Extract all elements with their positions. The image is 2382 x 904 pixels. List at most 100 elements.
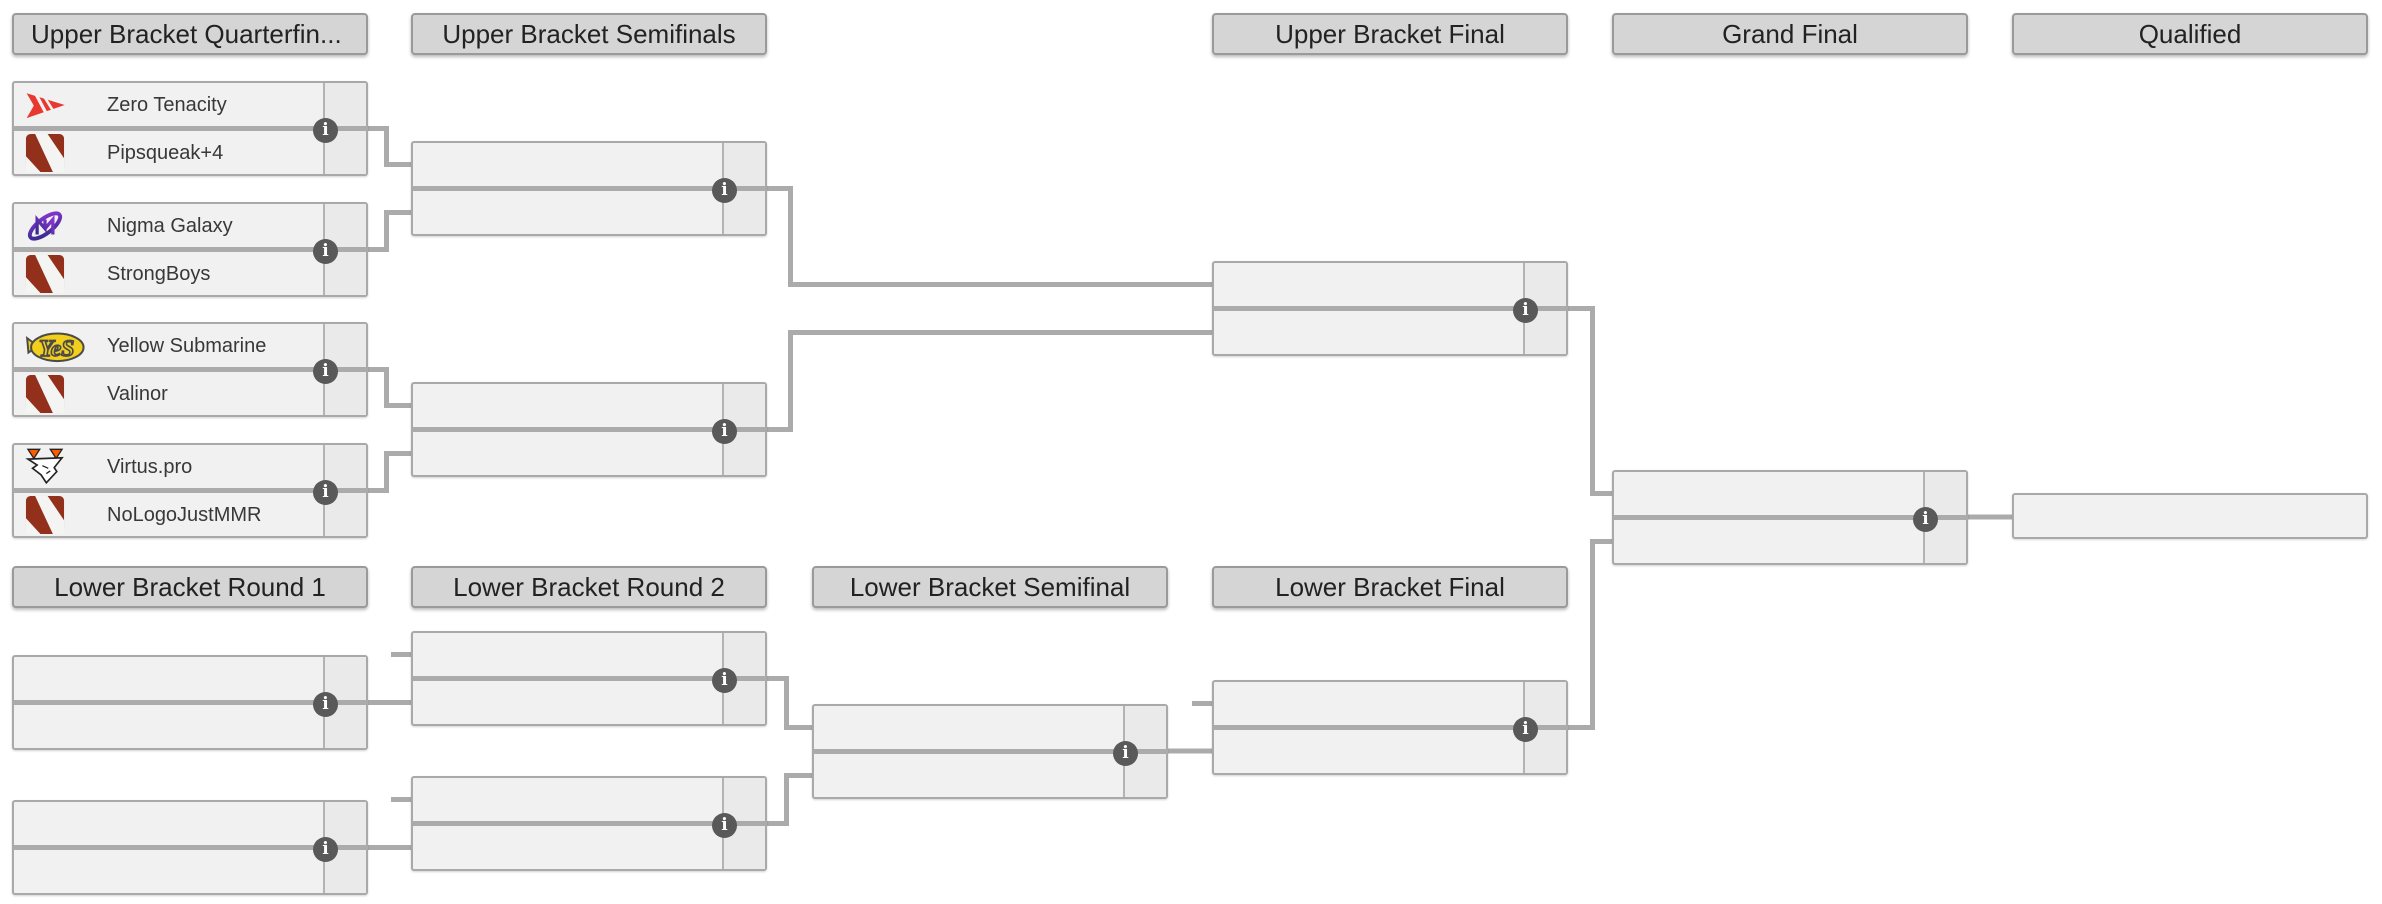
match-ub-quarterfinal-4: Virtus.pro NoLogoJustMMR i bbox=[12, 443, 368, 538]
connector-segment bbox=[767, 676, 812, 730]
connector-segment bbox=[1568, 539, 1612, 730]
team-name[interactable]: NoLogoJustMMR bbox=[107, 503, 262, 526]
team-slot-empty bbox=[814, 754, 1166, 797]
match-divider bbox=[1214, 306, 1568, 311]
match-divider bbox=[14, 488, 368, 493]
dota2-default-logo bbox=[24, 253, 66, 295]
info-icon[interactable]: i bbox=[1913, 507, 1938, 532]
team-slot-pipsqueak[interactable]: Pipsqueak+4 bbox=[14, 131, 366, 174]
match-divider bbox=[413, 821, 767, 826]
match-divider bbox=[14, 367, 368, 372]
info-icon[interactable]: i bbox=[712, 419, 737, 444]
match-ub-quarterfinal-3: YeS Yellow Submarine Valinor i bbox=[12, 322, 368, 417]
team-name[interactable]: Pipsqueak+4 bbox=[107, 141, 224, 164]
match-lb-round2-2: i bbox=[411, 776, 767, 871]
round-header-lower-bracket-final: Lower Bracket Final bbox=[1212, 566, 1568, 608]
match-lb-round1-2: i bbox=[12, 800, 368, 895]
team-slot-yellow-submarine[interactable]: YeS Yellow Submarine bbox=[14, 324, 366, 367]
team-slot-empty bbox=[1214, 682, 1566, 725]
info-icon[interactable]: i bbox=[313, 239, 338, 264]
match-grand-final: i bbox=[1612, 470, 1968, 565]
info-icon[interactable]: i bbox=[313, 359, 338, 384]
match-lb-round1-1: i bbox=[12, 655, 368, 750]
info-icon[interactable]: i bbox=[1513, 717, 1538, 742]
yellow-submarine-logo: YeS bbox=[24, 325, 85, 367]
team-slot-strongboys[interactable]: StrongBoys bbox=[14, 252, 366, 295]
info-icon[interactable]: i bbox=[712, 178, 737, 203]
team-name[interactable]: Nigma Galaxy bbox=[107, 214, 233, 237]
match-ub-final: i bbox=[1212, 261, 1568, 356]
match-divider bbox=[14, 126, 368, 131]
team-slot-empty bbox=[413, 633, 765, 676]
match-divider bbox=[14, 845, 368, 850]
match-divider bbox=[413, 676, 767, 681]
connector-segment bbox=[368, 126, 411, 167]
connector-segment bbox=[767, 186, 1212, 287]
info-icon[interactable]: i bbox=[712, 668, 737, 693]
match-divider bbox=[814, 749, 1168, 754]
round-header-upper-bracket-semifinals: Upper Bracket Semifinals bbox=[411, 13, 767, 55]
info-icon[interactable]: i bbox=[1113, 741, 1138, 766]
match-divider bbox=[14, 700, 368, 705]
info-icon[interactable]: i bbox=[313, 480, 338, 505]
match-lb-semifinal: i bbox=[812, 704, 1168, 799]
nigma-galaxy-logo bbox=[24, 205, 66, 247]
team-slot-nigma-galaxy[interactable]: Nigma Galaxy bbox=[14, 204, 366, 247]
connector-segment bbox=[368, 451, 411, 493]
dota2-default-logo bbox=[24, 132, 66, 174]
round-header-qualified: Qualified bbox=[2012, 13, 2368, 55]
match-ub-quarterfinal-1: Zero Tenacity Pipsqueak+4 i bbox=[12, 81, 368, 176]
team-slot-empty bbox=[413, 826, 765, 869]
svg-text:YeS: YeS bbox=[39, 335, 74, 361]
team-slot-empty bbox=[14, 850, 366, 893]
connector-segment bbox=[368, 210, 411, 252]
team-slot-zero-tenacity[interactable]: Zero Tenacity bbox=[14, 83, 366, 126]
team-slot-empty bbox=[1214, 311, 1566, 354]
team-slot-empty bbox=[1614, 472, 1966, 515]
team-slot-empty bbox=[814, 706, 1166, 749]
round-header-lower-bracket-semifinal: Lower Bracket Semifinal bbox=[812, 566, 1168, 608]
round-header-lower-bracket-round-2: Lower Bracket Round 2 bbox=[411, 566, 767, 608]
round-header-upper-bracket-quarterfinals: Upper Bracket Quarterfin... bbox=[12, 13, 368, 55]
info-icon[interactable]: i bbox=[313, 118, 338, 143]
round-header-grand-final: Grand Final bbox=[1612, 13, 1968, 55]
connector-segment bbox=[767, 330, 1212, 432]
team-name[interactable]: Virtus.pro bbox=[107, 455, 193, 478]
team-slot-empty bbox=[1614, 520, 1966, 563]
match-ub-semifinal-1: i bbox=[411, 141, 767, 236]
team-slot-empty bbox=[14, 657, 366, 700]
match-divider bbox=[14, 247, 368, 252]
connector-segment bbox=[368, 367, 411, 408]
team-slot-nologojustmmr[interactable]: NoLogoJustMMR bbox=[14, 493, 366, 536]
connector-segment bbox=[767, 773, 812, 826]
team-slot-virtus-pro[interactable]: Virtus.pro bbox=[14, 445, 366, 488]
match-ub-quarterfinal-2: Nigma Galaxy StrongBoys i bbox=[12, 202, 368, 297]
info-icon[interactable]: i bbox=[1513, 298, 1538, 323]
team-slot-empty bbox=[413, 432, 765, 475]
qualified-slot bbox=[2012, 493, 2368, 539]
info-icon[interactable]: i bbox=[712, 813, 737, 838]
team-slot-empty bbox=[413, 681, 765, 724]
round-header-lower-bracket-round-1: Lower Bracket Round 1 bbox=[12, 566, 368, 608]
match-divider bbox=[413, 186, 767, 191]
match-divider bbox=[1614, 515, 1968, 520]
team-name[interactable]: Yellow Submarine bbox=[107, 334, 267, 357]
team-name[interactable]: Valinor bbox=[107, 382, 168, 405]
info-icon[interactable]: i bbox=[313, 692, 338, 717]
team-slot-empty bbox=[413, 778, 765, 821]
team-name[interactable]: Zero Tenacity bbox=[107, 93, 227, 116]
zero-tenacity-logo bbox=[24, 84, 66, 126]
info-icon[interactable]: i bbox=[313, 837, 338, 862]
team-slot-empty bbox=[413, 191, 765, 234]
team-name[interactable]: StrongBoys bbox=[107, 262, 211, 285]
team-slot-valinor[interactable]: Valinor bbox=[14, 372, 366, 415]
virtus-pro-logo bbox=[24, 446, 66, 488]
team-slot-empty bbox=[14, 705, 366, 748]
match-divider bbox=[1214, 725, 1568, 730]
team-slot-empty bbox=[1214, 263, 1566, 306]
match-lb-final: i bbox=[1212, 680, 1568, 775]
team-slot-empty bbox=[14, 802, 366, 845]
dota2-default-logo bbox=[24, 373, 66, 415]
